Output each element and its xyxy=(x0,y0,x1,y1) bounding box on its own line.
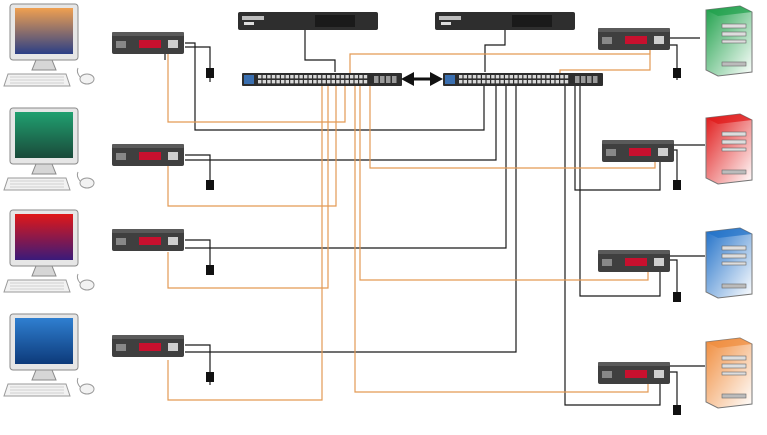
connector-plug-icon xyxy=(673,292,681,302)
server-tower-icon xyxy=(705,337,753,409)
server-tower-icon xyxy=(705,227,753,299)
network-switch-left xyxy=(242,73,402,86)
server-green xyxy=(705,5,753,77)
extender-left-1 xyxy=(112,32,184,54)
connector-plug-icon xyxy=(206,372,214,382)
workstation-4 xyxy=(3,313,95,397)
server-red xyxy=(705,113,753,185)
connector-plugs xyxy=(206,68,681,415)
extender-units xyxy=(112,28,674,384)
cables-orange xyxy=(167,35,656,401)
server-tower-icon xyxy=(705,113,753,185)
keyboard-icon xyxy=(3,279,71,293)
top-appliance-right xyxy=(435,12,575,30)
mouse-icon xyxy=(76,377,95,395)
connector-plug-icon xyxy=(673,405,681,415)
connector-plug-icon xyxy=(206,180,214,190)
workstation-1 xyxy=(3,3,95,87)
keyboard-icon xyxy=(3,177,71,191)
keyboard-icon xyxy=(3,73,71,87)
network-switch-right xyxy=(443,73,603,86)
server-blue xyxy=(705,227,753,299)
workstations xyxy=(3,3,95,397)
cables-black xyxy=(164,28,705,415)
extender-right-2 xyxy=(602,140,674,162)
extender-left-2 xyxy=(112,144,184,166)
server-orange xyxy=(705,337,753,409)
connector-plug-icon xyxy=(206,265,214,275)
servers xyxy=(705,5,753,409)
extender-right-4 xyxy=(598,362,670,384)
mouse-icon xyxy=(76,171,95,189)
server-tower-icon xyxy=(705,5,753,77)
extender-right-1 xyxy=(598,28,670,50)
top-appliance-left xyxy=(238,12,378,30)
monitor-icon xyxy=(9,107,79,175)
monitor-icon xyxy=(9,313,79,381)
monitor-icon xyxy=(9,3,79,71)
mouse-icon xyxy=(76,67,95,85)
workstation-2 xyxy=(3,107,95,191)
extender-left-4 xyxy=(112,335,184,357)
connector-plug-icon xyxy=(206,68,214,78)
monitor-icon xyxy=(9,209,79,277)
switch-link-arrow-icon xyxy=(401,72,443,86)
extender-left-3 xyxy=(112,229,184,251)
keyboard-icon xyxy=(3,383,71,397)
extender-right-3 xyxy=(598,250,670,272)
mouse-icon xyxy=(76,273,95,291)
connector-plug-icon xyxy=(673,180,681,190)
workstation-3 xyxy=(3,209,95,293)
connector-plug-icon xyxy=(673,68,681,78)
